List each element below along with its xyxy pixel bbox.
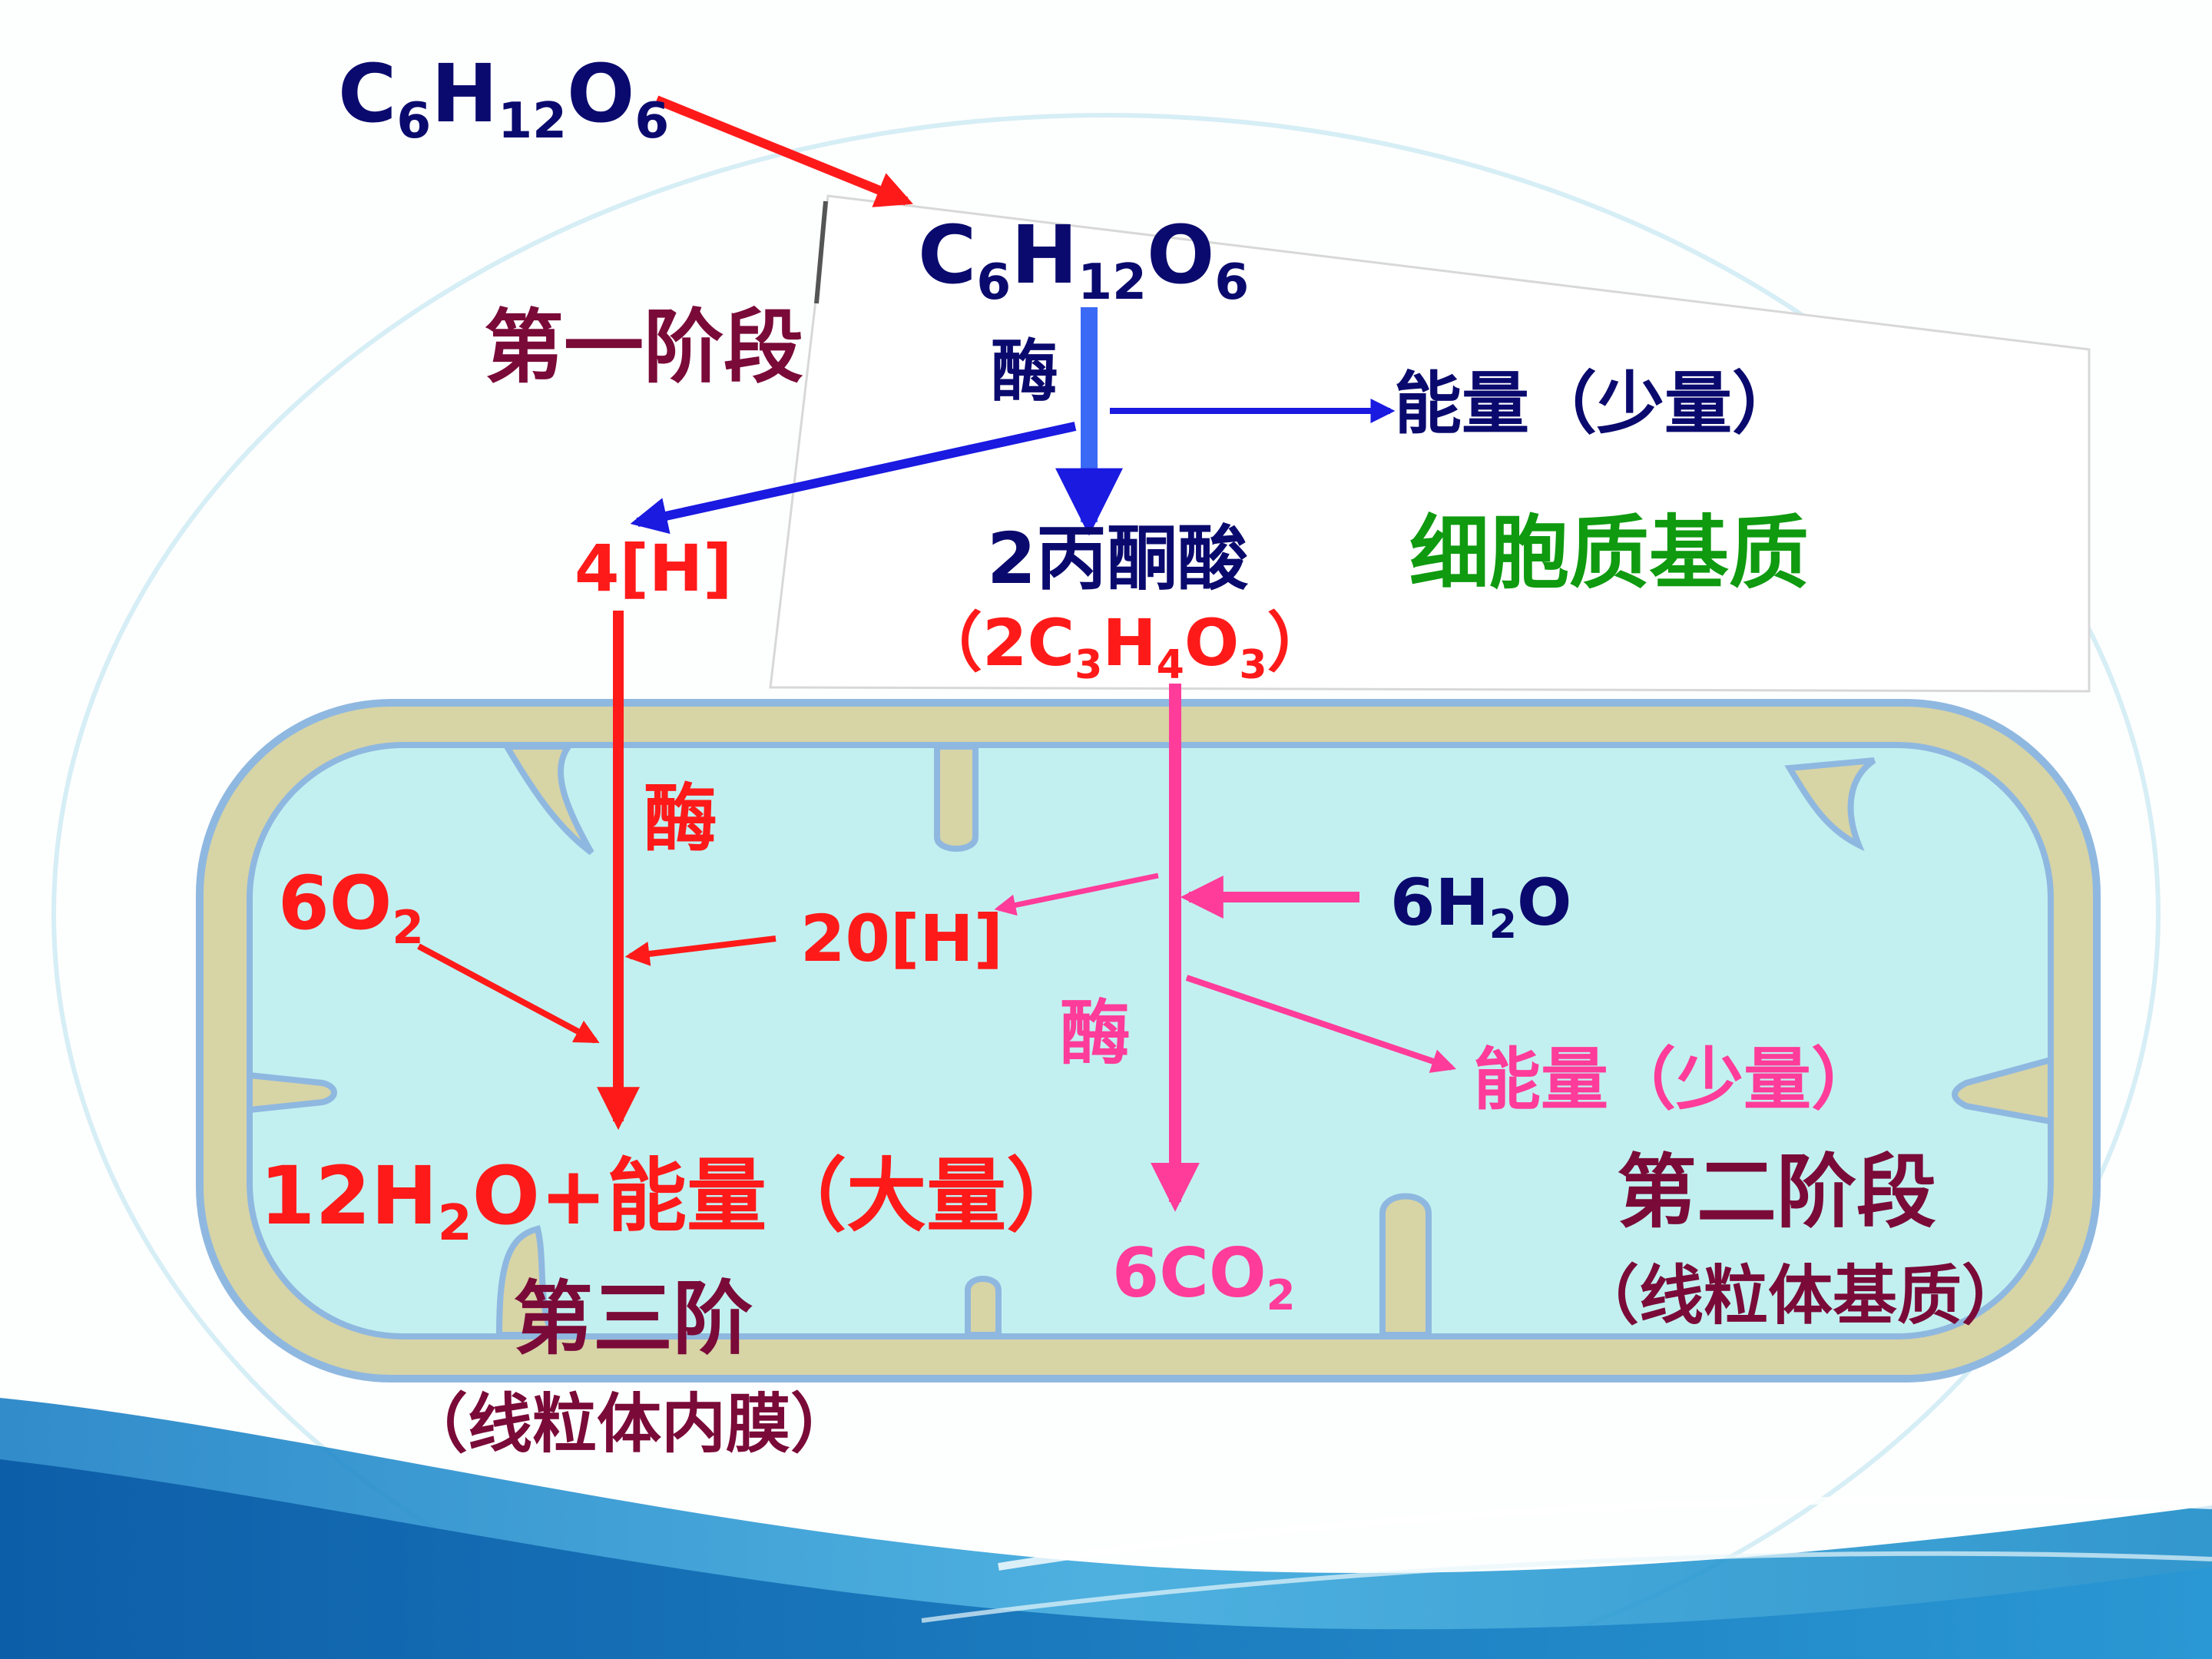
pyruvate-label: 2丙酮酸 [987,518,1249,600]
arrow-20h-left [624,935,777,966]
formula-part: （2C [918,605,1075,680]
mitochondrion-matrix [247,742,2054,1339]
h20-label: 20[H] [800,901,1003,976]
formula-part: 12H [260,1149,438,1243]
formula-part: O [1517,865,1572,940]
formula-part: O [1184,605,1240,680]
wave-highlight-2 [921,1551,2212,1623]
co2-formula: 6CO2 [1112,1233,1296,1316]
formula-part: 6O [278,860,392,946]
formula-subscript: 4 [1156,641,1184,688]
water-energy-formula: 12H2O+能量（大量） [260,1149,1087,1248]
panel-shadow-edge [814,200,828,304]
formula-part: C [918,208,977,302]
formula-part: ） [1267,605,1332,680]
formula-part: H [1102,605,1157,680]
cytoplasm-panel [769,194,2091,693]
formula-subscript: 6 [396,91,432,150]
arrow-glucose-entry [654,95,913,207]
formula-subscript: 6 [634,91,670,150]
cytoplasm-matrix-label: 细胞质基质 [1409,506,1810,600]
arrow-to-20h [994,873,1159,916]
enzyme-label-2: 酶 [1060,992,1131,1075]
formula-subscript: 2 [1488,901,1517,948]
h4-label: 4[H] [575,531,733,606]
glucose-outside-formula: C6H12O6 [338,47,669,146]
background-ellipse [51,113,2161,1659]
formula-subscript: 12 [1078,253,1147,311]
oxygen-formula: 6O2 [278,860,424,951]
formula-part: O+能量（大量） [472,1149,1087,1243]
formula-part: 6CO [1112,1233,1267,1313]
formula-part: 6H [1390,865,1489,940]
arrow-energy-small-2 [1185,975,1457,1073]
enzyme-label-3: 酶 [644,776,717,862]
formula-subscript: 2 [437,1194,472,1252]
cristae [247,743,2054,1338]
stage2-label: 第二阶段 [1617,1145,1937,1239]
formula-part: C [338,47,397,141]
arrow-to-4h [630,422,1077,535]
energy-small-label-2: 能量（少量） [1473,1040,1879,1119]
formula-part: H [431,47,498,141]
pyruvate-formula: （2C3H4O3 ） [918,605,1332,685]
energy-small-label-1: 能量（少量） [1394,364,1800,443]
stage2-location-label: （线粒体基质） [1575,1258,2027,1333]
arrow-o2 [417,943,600,1044]
stage1-label: 第一阶段 [484,300,804,394]
glucose-cytosol-formula: C6H12O6 [918,208,1249,307]
stage3-location-label: （线粒体内膜） [403,1386,856,1462]
wave-decoration-dark [0,1459,2212,1659]
formula-subscript: 12 [498,91,567,150]
formula-subscript: 3 [1075,641,1103,688]
formula-part: H [1011,208,1078,302]
stage3-label: 第三阶 [513,1272,753,1366]
formula-subscript: 3 [1239,641,1267,688]
formula-subscript: 2 [392,902,424,955]
formula-part: O [566,47,635,141]
water6-formula: 6H2O [1390,865,1572,945]
formula-part: O [1146,208,1215,302]
enzyme-label-1: 酶 [991,332,1059,411]
formula-subscript: 2 [1266,1270,1296,1320]
formula-subscript: 6 [1214,253,1250,311]
wave-highlight [998,1495,2212,1571]
formula-subscript: 6 [976,253,1012,311]
